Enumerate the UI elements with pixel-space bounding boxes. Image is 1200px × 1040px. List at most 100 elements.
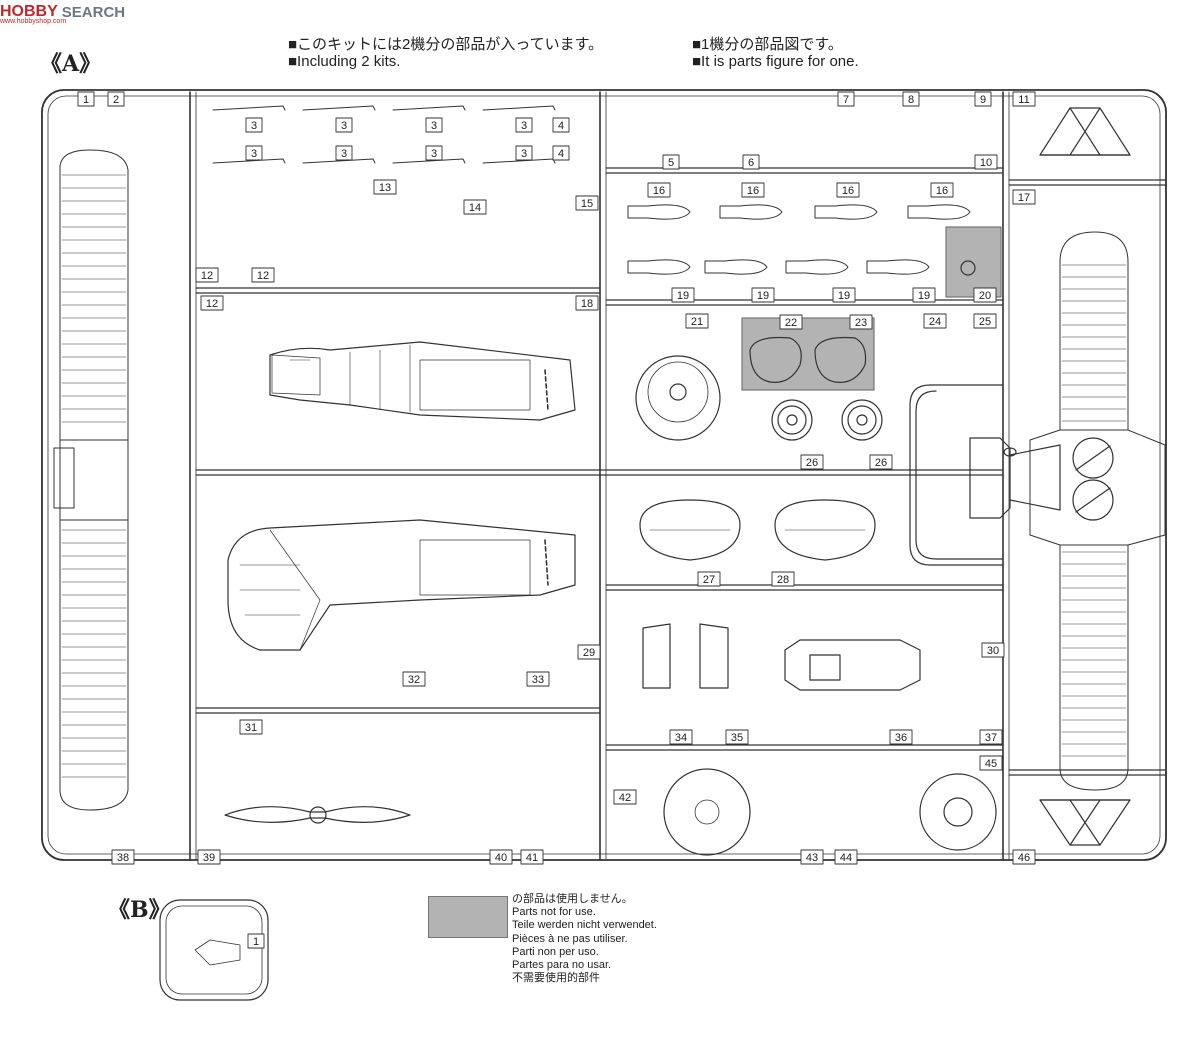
part-label-box-19 <box>832 287 856 303</box>
part-label-box-40 <box>489 849 513 865</box>
part-label-box-37 <box>979 729 1003 745</box>
part-number-27: 27 <box>703 574 715 586</box>
part-label-box-12 <box>200 295 224 311</box>
part-22-shape <box>749 336 802 383</box>
part-label-box-28 <box>771 571 795 587</box>
part-label-box-29 <box>577 644 601 660</box>
part-number-22: 22 <box>785 317 797 329</box>
part-label-box-16 <box>741 182 765 198</box>
part-label-box-39 <box>197 849 221 865</box>
kit-note-right: ■1機分の部品図です。 ■It is parts figure for one. <box>692 36 859 70</box>
part-label-box-19 <box>751 287 775 303</box>
part-label-box-21 <box>685 313 709 329</box>
part-label-box-18 <box>575 295 599 311</box>
part-number-28: 28 <box>777 574 789 586</box>
lower-wing-part <box>53 149 129 811</box>
part-number-40: 40 <box>495 852 507 864</box>
part-label-box-26 <box>869 454 893 470</box>
part-number-3: 3 <box>431 120 437 132</box>
part-label-box-15 <box>575 195 599 211</box>
part-label-box-43 <box>800 849 824 865</box>
lower-wing-ribs <box>61 174 127 778</box>
part-number-25: 25 <box>979 316 991 328</box>
part-number-19: 19 <box>757 290 769 302</box>
part-number-12: 12 <box>206 298 218 310</box>
part-label-box-3 <box>245 117 263 133</box>
part-label-box-38 <box>111 849 135 865</box>
legend-line-zh: 不需要使用的部件 <box>512 972 600 985</box>
part-label-box-16 <box>930 182 954 198</box>
part-number-39: 39 <box>203 852 215 864</box>
part-label-box-19 <box>912 287 936 303</box>
part-number-18: 18 <box>581 298 593 310</box>
part-label-box-46 <box>1012 849 1036 865</box>
search-watermark-text: SEARCH <box>61 3 126 21</box>
legend-line-es: Partes para no usar. <box>512 959 612 972</box>
part-label-box-9 <box>974 91 992 107</box>
unused-part-20 <box>945 226 1002 298</box>
part-number-7: 7 <box>843 94 849 106</box>
legend-line-en: Parts not for use. <box>512 906 596 919</box>
part-number-4: 4 <box>558 120 564 132</box>
bombs-13-16-19 <box>627 204 971 275</box>
part-label-box-3 <box>515 117 533 133</box>
cabane-strut-46 <box>1039 799 1131 846</box>
part-label-box-4 <box>552 145 570 161</box>
kit-note-left-ja: ■このキットには2機分の部品が入っています。 <box>288 36 604 53</box>
part-number-16: 16 <box>653 185 665 197</box>
part-label-box-20 <box>973 287 997 303</box>
part-number-37: 37 <box>985 732 997 744</box>
watermark-url: www.hobbyshop.com <box>0 18 67 25</box>
part-number-13: 13 <box>379 182 391 194</box>
part-number-8: 8 <box>908 94 914 106</box>
part-label-box-1 <box>77 91 95 107</box>
part-number-1: 1 <box>253 936 259 948</box>
part-number-43: 43 <box>806 852 818 864</box>
radial-engine-45 <box>919 773 997 851</box>
part-label-box-23 <box>849 314 873 330</box>
part-number-3: 3 <box>251 148 257 160</box>
part-label-box-11 <box>1012 91 1036 107</box>
cockpit-floor-36 <box>784 639 921 691</box>
unused-parts-legend: の部品は使用しません。 Parts not for use. Teile wer… <box>512 893 657 985</box>
part-number-34: 34 <box>675 732 687 744</box>
legend-line-fr: Pièces à ne pas utiliser. <box>512 932 628 945</box>
part-label-box-41 <box>520 849 544 865</box>
part-label-box-36 <box>889 729 913 745</box>
part-label-box-14 <box>463 199 487 215</box>
wheel-26-right <box>841 399 883 441</box>
cabane-strut-11 <box>1039 107 1131 156</box>
part-number-5: 5 <box>668 157 674 169</box>
unused-parts-22-23 <box>741 317 875 391</box>
part-number-26: 26 <box>875 457 887 469</box>
part-label-box-42 <box>613 789 637 805</box>
part-number-46: 46 <box>1018 852 1030 864</box>
part-number-42: 42 <box>619 792 631 804</box>
part-label-box-7 <box>837 91 855 107</box>
part-number-16: 16 <box>747 185 759 197</box>
part-number-3: 3 <box>341 148 347 160</box>
part-label-box-6 <box>742 154 760 170</box>
part-label-box-33 <box>526 671 550 687</box>
part-label-box-10 <box>974 154 998 170</box>
part-number-10: 10 <box>980 157 992 169</box>
wheel-21 <box>635 355 721 441</box>
part-number-36: 36 <box>895 732 907 744</box>
hobby-logo: HOBBY <box>0 3 58 20</box>
part-number-3: 3 <box>521 120 527 132</box>
part-number-23: 23 <box>855 317 867 329</box>
part-number-19: 19 <box>677 290 689 302</box>
kit-note-left-en: ■Including 2 kits. <box>288 53 401 70</box>
part-number-12: 12 <box>201 270 213 282</box>
part-label-box-26 <box>800 454 824 470</box>
part-number-24: 24 <box>929 316 941 328</box>
kit-note-left: ■このキットには2機分の部品が入っています。 ■Including 2 kits… <box>288 36 603 70</box>
part-label-box-3 <box>245 145 263 161</box>
part-number-2: 2 <box>113 94 119 106</box>
part-label-box-44 <box>834 849 858 865</box>
propeller-39 <box>224 806 411 824</box>
part-label-box-12 <box>251 267 275 283</box>
legend-line-ja: の部品は使用しません。 <box>512 893 633 905</box>
part-number-38: 38 <box>117 852 129 864</box>
